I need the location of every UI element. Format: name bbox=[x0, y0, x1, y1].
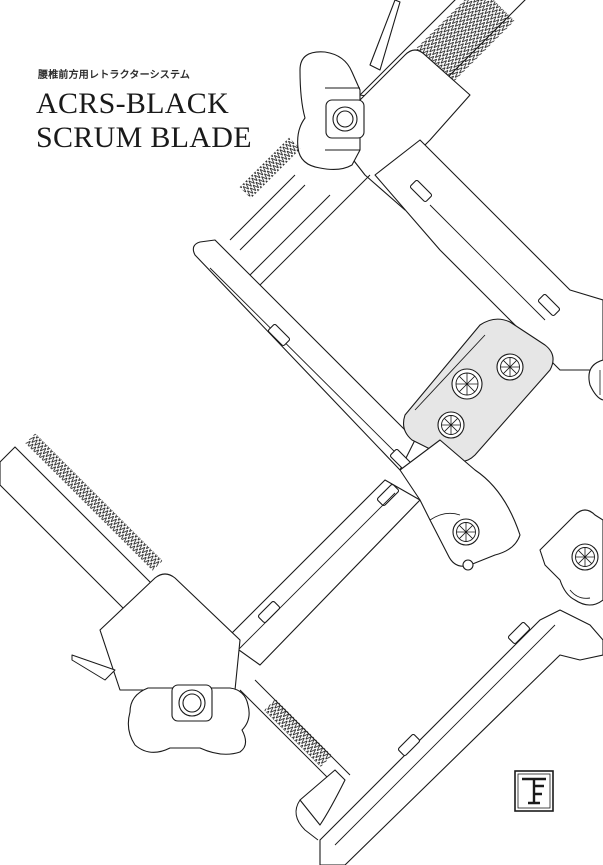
product-title: ACRS-BLACK SCRUM BLADE bbox=[36, 87, 252, 155]
left-lower-arm bbox=[225, 480, 420, 665]
upper-blade-spike bbox=[370, 0, 400, 70]
tf-logo bbox=[514, 770, 554, 812]
product-title-line-1: ACRS-BLACK bbox=[36, 87, 230, 120]
center-joint bbox=[400, 440, 520, 566]
bottom-frame bbox=[300, 770, 345, 825]
product-subtitle: 腰椎前方用レトラクターシステム bbox=[38, 70, 191, 81]
lower-blade-arm bbox=[0, 447, 160, 620]
lower-right-arm bbox=[320, 610, 603, 865]
right-upper-arm bbox=[375, 140, 603, 370]
left-rack-bar bbox=[193, 240, 415, 470]
product-title-line-2: SCRUM BLADE bbox=[36, 121, 252, 154]
